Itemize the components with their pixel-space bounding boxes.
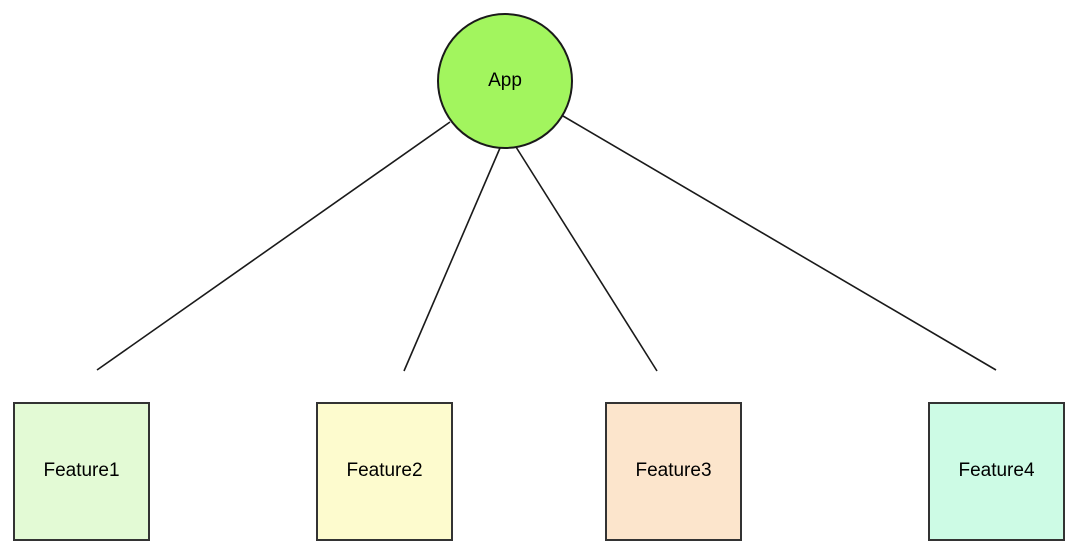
node-feature3-label: Feature3 [635, 460, 712, 482]
edge-app-feature2 [403, 147, 501, 372]
node-feature4: Feature4 [928, 402, 1065, 541]
node-feature3: Feature3 [605, 402, 742, 541]
node-feature2: Feature2 [316, 402, 453, 541]
node-app: App [437, 13, 573, 149]
node-feature2-label: Feature2 [346, 460, 423, 482]
node-feature1-label: Feature1 [43, 460, 120, 482]
edge-app-feature3 [515, 146, 658, 372]
node-app-label: App [488, 69, 522, 91]
edge-app-feature1 [96, 121, 451, 371]
node-feature1: Feature1 [13, 402, 150, 541]
node-feature4-label: Feature4 [958, 460, 1035, 482]
edge-app-feature4 [562, 115, 997, 371]
